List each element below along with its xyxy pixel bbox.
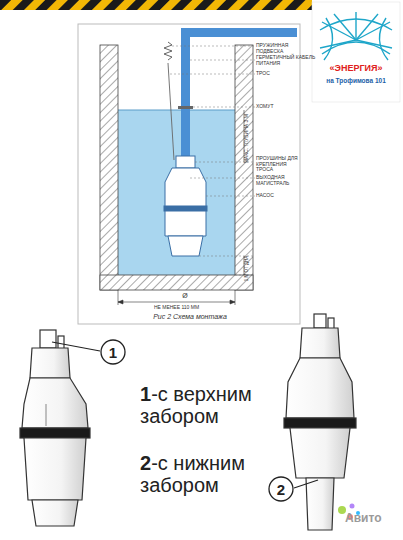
- leader-lines: [170, 46, 255, 275]
- pump-bottom-intake: [284, 314, 356, 530]
- callout-circle: 1: [100, 339, 126, 365]
- part-label: ПРОУШИНЫ ДЛЯ КРЕПЛЕНИЯ ТРОСА: [256, 156, 300, 173]
- warning-stripe: [0, 0, 312, 10]
- callout-circle: 2: [268, 476, 294, 502]
- circle-shape: [101, 340, 125, 364]
- pump-top-intake: [20, 330, 90, 526]
- figure-caption: Рис 2 Схема монтажа: [100, 313, 280, 321]
- dimension-lines: [118, 110, 244, 305]
- callout-number: 2: [268, 476, 294, 502]
- dimension-symbol: Ø: [170, 292, 200, 300]
- dimension-label: НЕ МЕНЕЕ 110 ММ: [130, 305, 223, 311]
- dimension-label: 1 М ОТ ДНА: [245, 253, 250, 283]
- pump: [164, 156, 207, 256]
- watermark: Авито: [345, 512, 397, 525]
- callout-number: 1: [100, 339, 126, 365]
- part-label: ХОМУТ: [256, 104, 316, 110]
- logo-subtitle: на Трофимова 101: [312, 77, 400, 84]
- part-label: ПРУЖИННАЯ ПОДВЕСКА: [256, 43, 316, 54]
- dimension-label: МАКС. ГЛУБИНА 3 М: [244, 109, 250, 169]
- well: [100, 45, 253, 290]
- type-description: 1-с верхним забором: [140, 383, 272, 427]
- part-label: ГЕРМЕТИЧНЫЙ КАБЕЛЬ ПИТАНИЯ: [256, 55, 316, 66]
- logo-title: «ЭНЕРГИЯ»: [312, 64, 400, 74]
- logo: [312, 2, 400, 102]
- part-label: ТРОС: [256, 71, 316, 77]
- figure-frame: [78, 24, 300, 324]
- part-label: ВЫХОДНАЯ МАГИСТРАЛЬ: [256, 175, 300, 186]
- part-label: НАСОС: [256, 193, 300, 199]
- type-description: 2-с нижним забором: [140, 452, 272, 496]
- circle-shape: [269, 477, 293, 501]
